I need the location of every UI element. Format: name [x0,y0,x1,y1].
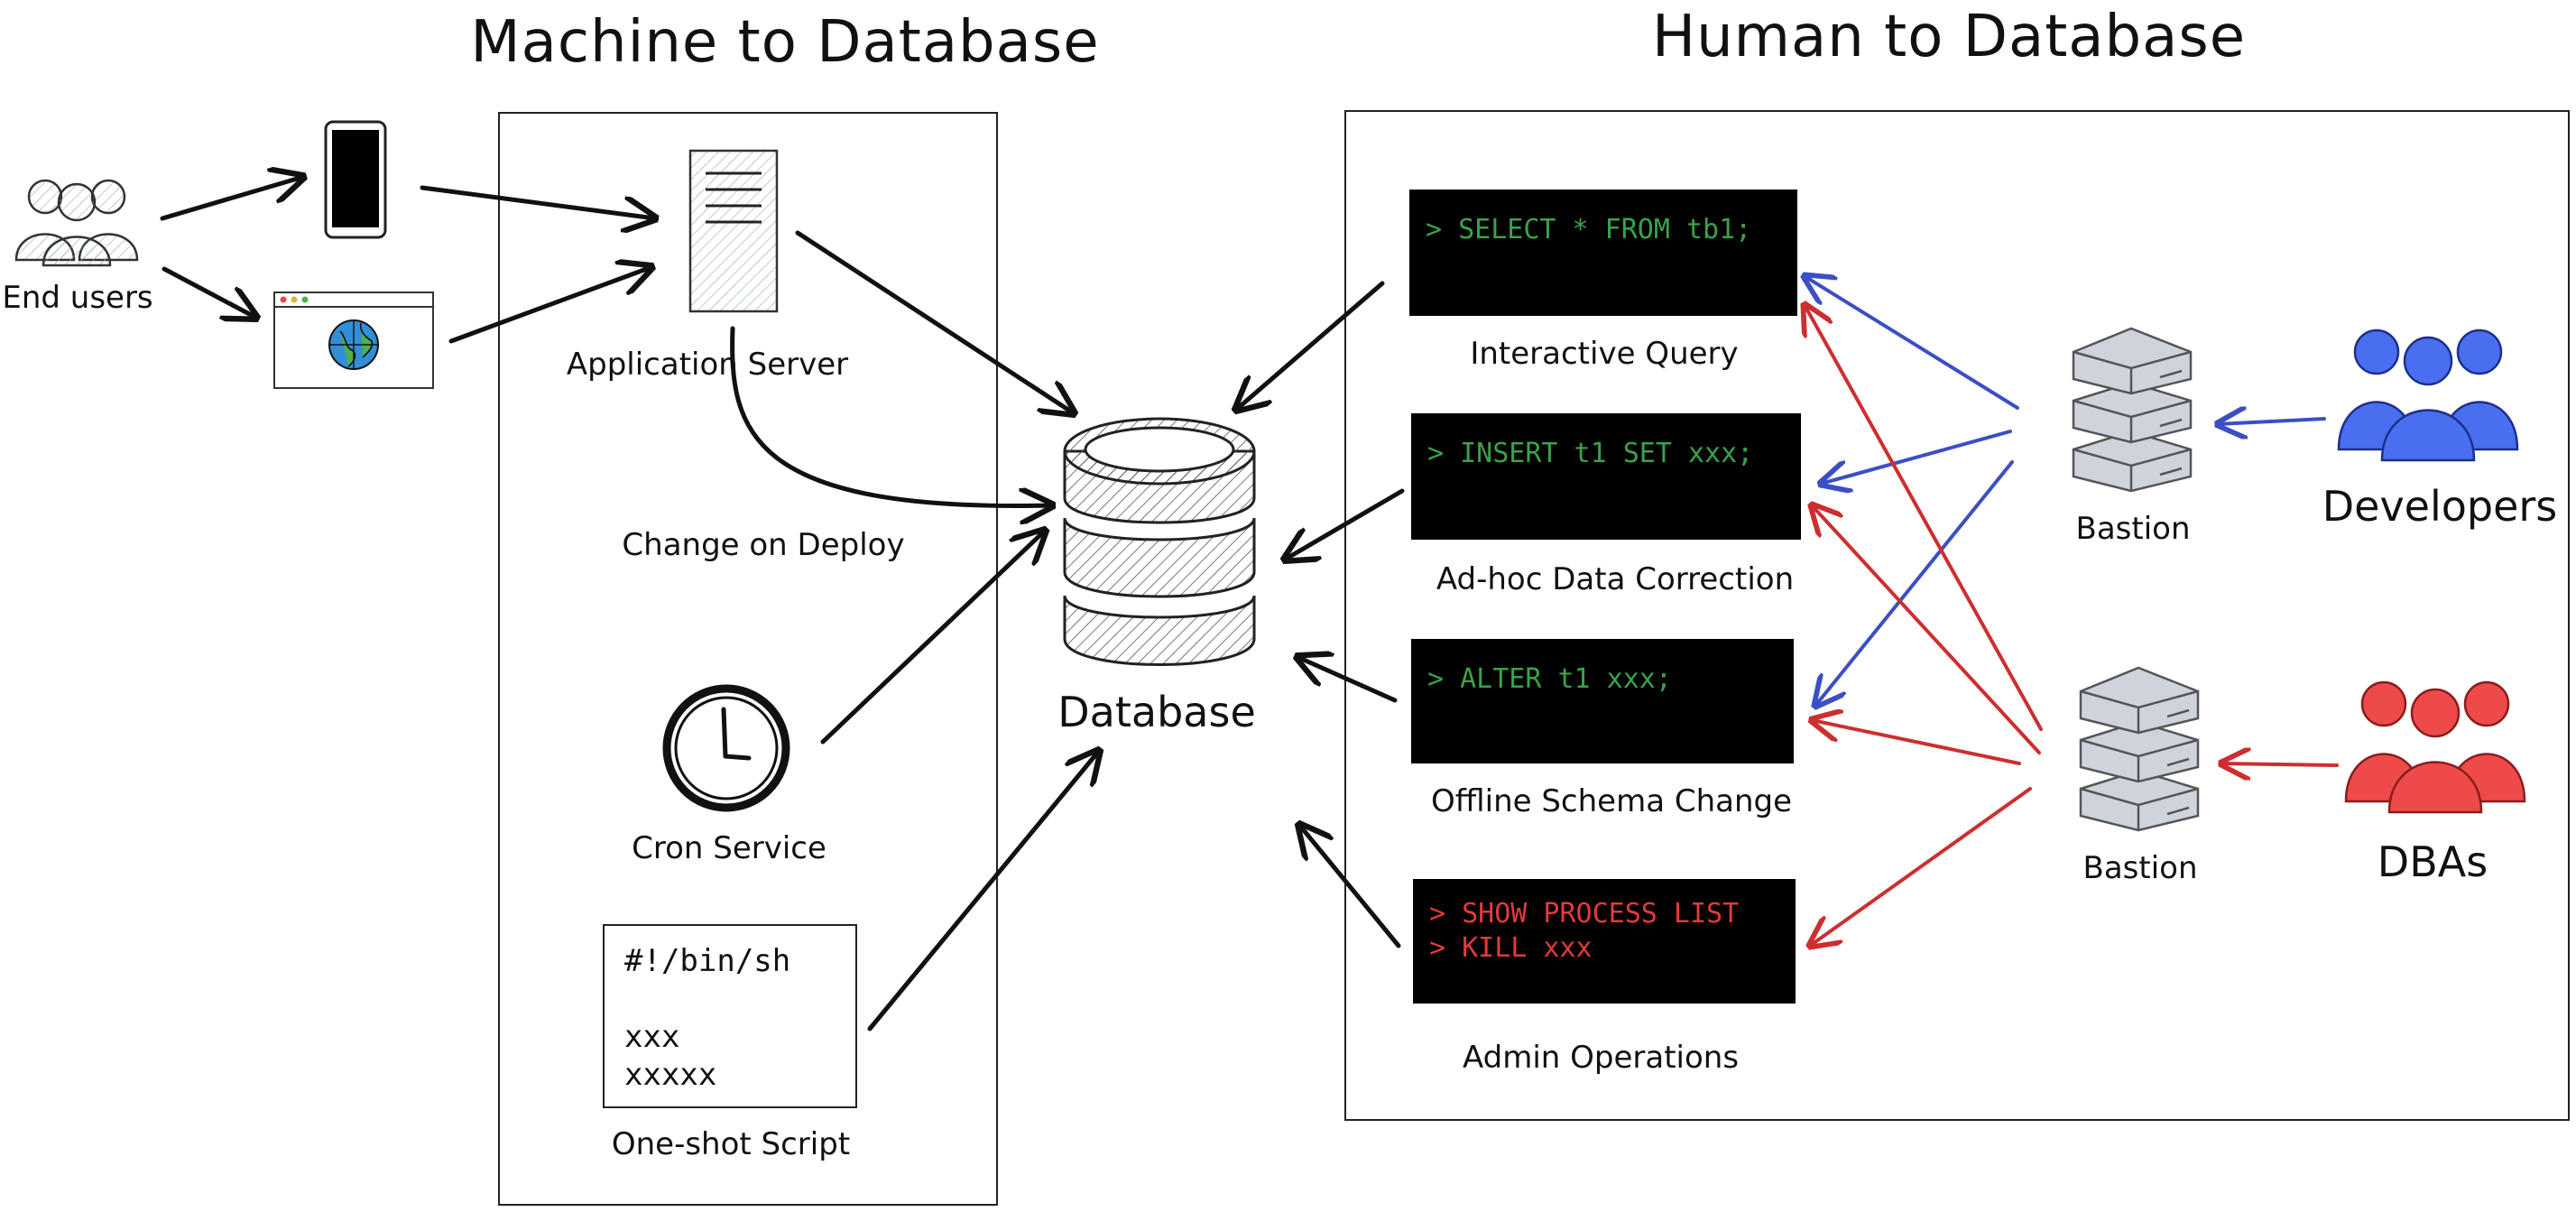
database-label: Database [1057,688,1256,736]
human-panel [1344,110,2570,1121]
arrow-bastion-to-schema-red [1812,720,2021,765]
database-icon [1063,417,1256,666]
arrow-script-to-database [867,751,1099,1032]
developers-icon [2337,328,2519,462]
arrow-developers-to-bastion [2218,419,2326,424]
change-on-deploy-label: Change on Deploy [622,527,905,563]
developers-label: Developers [2322,482,2558,531]
arrow-admin-to-database [1299,825,1401,948]
bastion-server-icon [2072,327,2193,493]
terminal-interactive-query: > SELECT * FROM tb1; [1409,190,1797,316]
arrow-bastion-to-correction-red [1812,505,2041,754]
arrow-correction-to-database [1285,488,1405,560]
terminal-data-correction: > INSERT t1 SET xxx; [1411,413,1801,540]
arrow-phone-to-server [420,185,655,218]
arrow-cron-to-database [820,531,1045,745]
arrow-schema-to-database [1297,657,1398,703]
arrow-query-to-database [1236,281,1385,410]
script-line-4: xxxxx [624,1057,717,1093]
server-icon [688,149,779,313]
schema-change-label: Offline Schema Change [1430,783,1793,819]
browser-globe-icon [273,291,434,389]
arrow-deploy-to-database [730,326,1052,505]
terminal-line: > ALTER t1 xxx; [1427,663,1672,695]
arrow-bastion-to-query-red [1805,305,2043,731]
arrow-bastion-to-schema [1815,460,2014,706]
terminal-admin-operations: > SHOW PROCESS LIST> KILL xxx [1413,879,1796,1004]
interactive-query-label: Interactive Query [1470,336,1739,372]
end-users-label: End users [2,280,153,316]
terminal-schema-change: > ALTER t1 xxx; [1411,639,1794,763]
arrow-server-to-database [795,230,1074,413]
application-server-label: Application Server [566,347,849,383]
arrow-bastion-to-admin-red [1810,787,2032,946]
clock-icon [662,684,790,812]
one-shot-script-label: One-shot Script [611,1126,851,1162]
arrow-users-to-browser [162,266,256,318]
arrow-bastion-to-correction [1821,430,2012,484]
machine-panel [498,112,998,1206]
bastion-bottom-label: Bastion [2082,850,2198,886]
script-line-3: xxx [624,1019,680,1055]
machine-to-database-title: Machine to Database [470,9,1100,76]
bastion-top-label: Bastion [2075,511,2191,547]
arrow-browser-to-server [448,267,651,344]
terminal-line: > SELECT * FROM tb1; [1426,214,1752,245]
phone-icon [324,120,387,239]
dbas-label: DBAs [2377,837,2488,886]
users-icon [14,179,139,267]
arrow-dbas-to-bastion [2221,763,2339,765]
data-correction-label: Ad-hoc Data Correction [1436,561,1795,597]
cron-service-label: Cron Service [632,830,826,866]
terminal-line: > KILL xxx [1429,932,1593,964]
arrow-users-to-phone [160,177,303,221]
admin-operations-label: Admin Operations [1462,1040,1740,1076]
dbas-icon [2344,680,2526,814]
human-to-database-title: Human to Database [1651,4,2247,70]
terminal-line: > SHOW PROCESS LIST [1429,898,1740,930]
arrow-bastion-to-query [1805,276,2019,410]
terminal-line: > INSERT t1 SET xxx; [1427,438,1754,469]
script-line-1: #!/bin/sh [624,943,791,979]
bastion-server-icon [2079,666,2200,832]
